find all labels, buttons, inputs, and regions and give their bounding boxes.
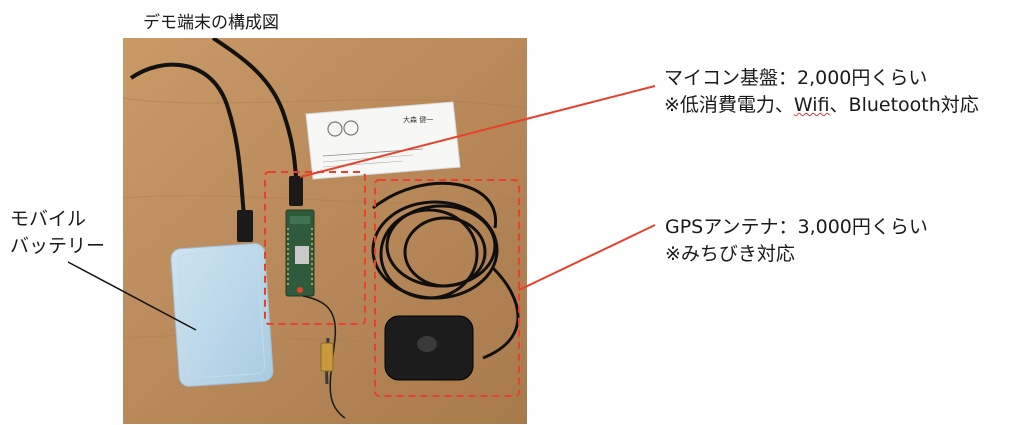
label-microcontroller-wifi: Wifi — [793, 94, 830, 116]
label-mobile-battery: モバイル バッテリー — [10, 206, 105, 260]
usb-plug-battery — [237, 210, 253, 242]
microcontroller-board — [285, 209, 315, 297]
sma-connector — [320, 342, 334, 372]
label-mobile-battery-line2: バッテリー — [10, 235, 106, 257]
device-photo: 大森 健一 — [123, 38, 527, 424]
label-microcontroller: マイコン基盤：2,000円くらい ※低消費電力、Wifi、Bluetooth対応 — [664, 65, 979, 119]
label-microcontroller-line1: マイコン基盤：2,000円くらい — [664, 67, 928, 89]
label-microcontroller-suffix: 、Bluetooth対応 — [829, 94, 979, 116]
diagram-title: デモ端末の構成図 — [143, 13, 279, 33]
mobile-battery — [170, 243, 274, 387]
label-gps-antenna: GPSアンテナ：3,000円くらい ※みちびき対応 — [665, 214, 928, 268]
label-gps-antenna-line2: ※みちびき対応 — [665, 243, 795, 265]
label-mobile-battery-line1: モバイル — [10, 208, 87, 230]
label-microcontroller-line2: ※低消費電力、Wifi、Bluetooth対応 — [664, 92, 979, 119]
label-gps-antenna-line1: GPSアンテナ：3,000円くらい — [665, 216, 928, 238]
leader-line-gps-antenna — [518, 224, 656, 291]
business-card: 大森 健一 — [305, 101, 461, 180]
usb-plug-board — [289, 176, 303, 206]
label-microcontroller-prefix: ※低消費電力、 — [664, 94, 794, 116]
gps-antenna-puck — [384, 315, 474, 381]
usb-cable-battery — [129, 62, 247, 229]
card-name: 大森 健一 — [403, 115, 433, 124]
usb-cable-board — [211, 38, 299, 189]
